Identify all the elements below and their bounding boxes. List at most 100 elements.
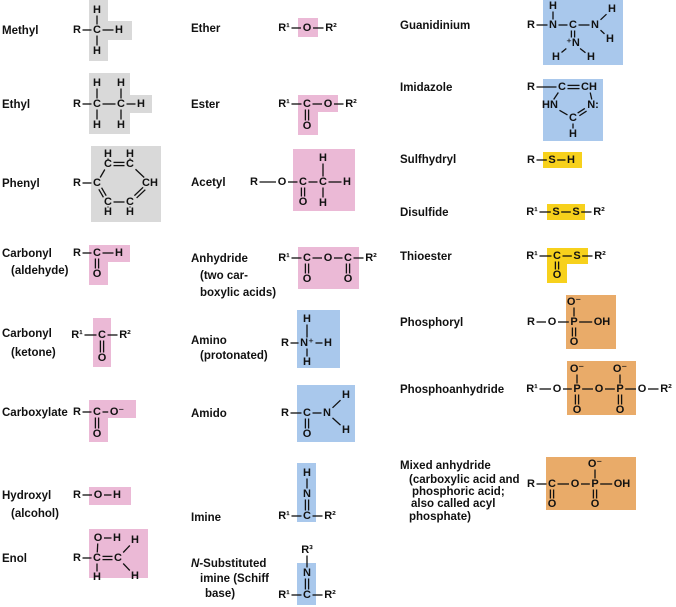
atom-aldehyde: R: [73, 247, 81, 259]
atom-phosphoryl: O: [570, 336, 579, 348]
phosphoanhydride-label: Phosphoanhydride: [400, 384, 504, 396]
disulfide-label: Disulfide: [400, 207, 449, 219]
single-bond: [579, 47, 586, 54]
atom-sulfhydryl: R: [527, 154, 535, 166]
atom-thioester: O: [553, 269, 562, 281]
mixed-label-line-2: phosphoric acid;: [412, 486, 505, 498]
single-bond: [99, 169, 106, 178]
atom-phenyl: C: [93, 177, 101, 189]
schiff-label-line-1: imine (Schiff: [200, 573, 269, 585]
amino-label: Amino: [191, 335, 227, 347]
atom-phenyl: H: [104, 148, 112, 160]
atom-phosphoanhydride: P: [616, 383, 623, 395]
atom-disulfide: S: [552, 206, 559, 218]
atom-carboxylate: C: [93, 406, 101, 418]
single-bond: [559, 109, 568, 116]
atom-schiff: C: [303, 589, 311, 601]
schiff-label: N-Substituted: [191, 558, 266, 570]
atom-thioester: R¹: [526, 250, 538, 262]
atom-schiff: R²: [324, 589, 336, 601]
atom-ketone: R¹: [71, 329, 83, 341]
aldehyde-highlight-box: [89, 245, 130, 285]
double-bond: [98, 188, 104, 198]
atom-mixed: P: [591, 478, 598, 490]
mixed-label: Mixed anhydride: [400, 460, 491, 472]
atom-imine: C: [303, 510, 311, 522]
atom-phenyl: H: [104, 206, 112, 218]
group-labels: MethylEthylPhenylCarbonyl(aldehyde)Carbo…: [2, 20, 520, 600]
hydroxyl-label: Hydroxyl: [2, 490, 51, 502]
double-bond: [577, 107, 586, 114]
guanidinium-label: Guanidinium: [400, 20, 470, 32]
anhydride-label-line-2: boxylic acids): [200, 287, 276, 299]
ketone-highlight-box: [93, 318, 111, 367]
atom-amido: R: [281, 407, 289, 419]
atom-enol: R: [73, 552, 81, 564]
atom-schiff: N: [303, 567, 311, 579]
atom-acetyl: C: [299, 176, 307, 188]
atom-imidazole: C: [569, 112, 577, 124]
atom-mixed: OH: [614, 478, 631, 490]
carboxylate-label: Carboxylate: [2, 407, 68, 419]
enol-highlight-box: [89, 529, 148, 578]
atom-enol: H: [131, 534, 139, 546]
imidazole-highlight-box: [543, 79, 603, 141]
ether-highlight-box: [298, 18, 318, 37]
phosphoryl-label: Phosphoryl: [400, 317, 463, 329]
atom-imidazole: R: [527, 81, 535, 93]
atom-hydroxyl: O: [94, 489, 103, 501]
atom-methyl: R: [73, 24, 81, 36]
double-bond: [101, 187, 107, 197]
double-bond: [136, 189, 146, 199]
atom-ester: R¹: [278, 98, 290, 110]
atom-amino: H: [303, 313, 311, 325]
atom-anhydride: O: [324, 252, 333, 264]
atom-mixed: O: [591, 498, 600, 510]
single-bond: [589, 92, 593, 100]
ethyl-highlight-box: [89, 73, 152, 134]
atom-guanidinium: C: [569, 19, 577, 31]
atom-phosphoryl: R: [527, 316, 535, 328]
anhydride-label-line-1: (two car-: [200, 270, 248, 282]
schiff-label-line-2: base): [205, 588, 235, 600]
atom-guanidinium: H: [606, 33, 614, 45]
atom-mixed: O⁻: [588, 458, 603, 470]
atom-ethyl: C: [117, 98, 125, 110]
ketone-label: Carbonyl: [2, 328, 52, 340]
atom-imidazole: H: [569, 128, 577, 140]
atom-ethyl: R: [73, 98, 81, 110]
atom-amido: H: [342, 424, 350, 436]
atom-acetyl: H: [319, 197, 327, 209]
label-text: -Substituted: [199, 558, 266, 570]
aldehyde-label: Carbonyl: [2, 248, 52, 260]
atom-ether: R²: [325, 22, 337, 34]
single-bond: [600, 29, 605, 35]
atom-phenyl: C: [126, 196, 134, 208]
highlight-boxes: [89, 0, 636, 605]
atom-anhydride: R¹: [278, 252, 290, 264]
sulfhydryl-label: Sulfhydryl: [400, 154, 456, 166]
atom-ester: O: [303, 120, 312, 132]
atom-aldehyde: C: [93, 247, 101, 259]
hydroxyl-label-line-1: (alcohol): [11, 508, 59, 520]
atom-ester: O: [324, 98, 333, 110]
atom-imine: H: [303, 467, 311, 479]
single-bond: [135, 168, 145, 178]
atom-phosphoanhydride: O: [638, 383, 647, 395]
enol-label: Enol: [2, 553, 27, 565]
phenyl-label: Phenyl: [2, 178, 40, 190]
single-bond: [553, 92, 559, 100]
atom-ether: O: [303, 22, 312, 34]
atom-ethyl: H: [137, 98, 145, 110]
single-bond: [122, 545, 131, 553]
atom-hydroxyl: H: [113, 489, 121, 501]
schiff-highlight-box: [297, 563, 316, 605]
atom-schiff: R³: [301, 544, 313, 556]
acetyl-label: Acetyl: [191, 177, 226, 189]
atom-imidazole: HN: [542, 99, 558, 111]
atom-imine: N: [303, 488, 311, 500]
single-bond: [122, 563, 131, 571]
atom-phosphoanhydride: O: [573, 404, 582, 416]
mixed-label-line-3: also called acyl: [411, 498, 495, 510]
